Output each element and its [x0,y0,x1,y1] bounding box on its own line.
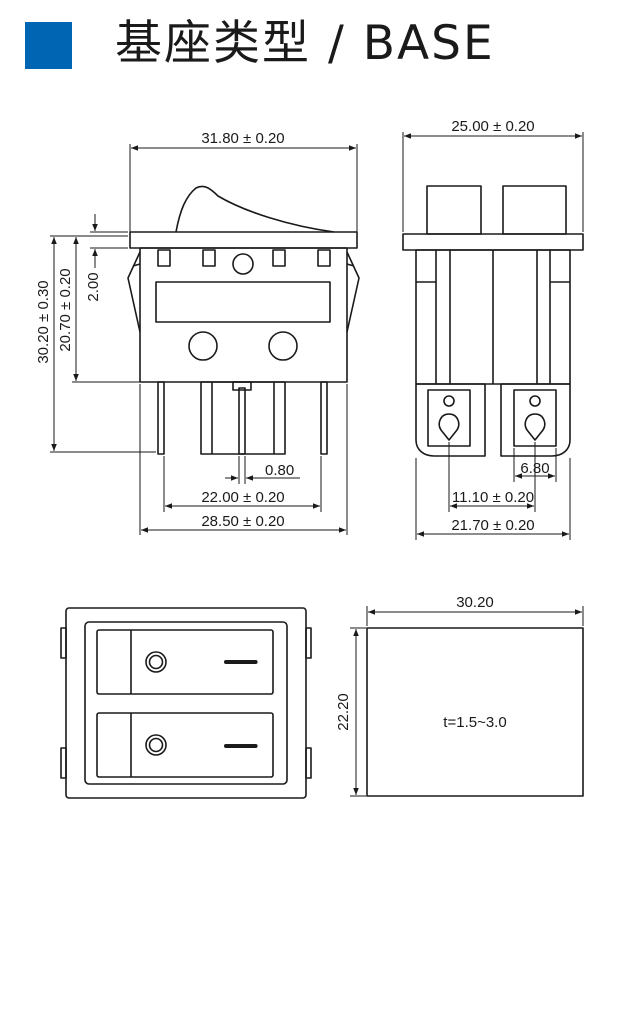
dim-side-width: 25.00 ± 0.20 [451,118,534,135]
dim-total-height: 30.20 ± 0.30 [35,280,52,363]
front-view [127,185,360,455]
title-accent-square [25,22,72,69]
panel-thickness-label: t=1.5~3.0 [443,714,506,731]
front-dimensions [50,144,358,535]
dim-outer-pin-span: 28.50 ± 0.20 [201,513,284,530]
dim-inner-pin-span: 22.00 ± 0.20 [201,489,284,506]
top-view [60,607,312,799]
dim-terminal-spacing: 11.10 ± 0.20 [452,489,534,506]
dim-front-width: 31.80 ± 0.20 [201,130,284,147]
dim-side-base-width: 21.70 ± 0.20 [451,517,534,534]
dim-body-height: 20.70 ± 0.20 [57,268,74,351]
dim-terminal-width: 6.80 [520,460,549,477]
dim-cutout-width: 30.20 [456,594,494,611]
panel-cutout [366,627,584,797]
cutout-dimensions [350,606,584,797]
page-title: 基座类型 / BASE [115,16,495,71]
dim-flange-thickness: 2.00 [85,272,102,301]
side-view [402,185,584,457]
side-dimensions [402,132,584,540]
dim-cutout-height: 22.20 [335,693,352,731]
dim-pin-width: 0.80 [265,462,294,479]
